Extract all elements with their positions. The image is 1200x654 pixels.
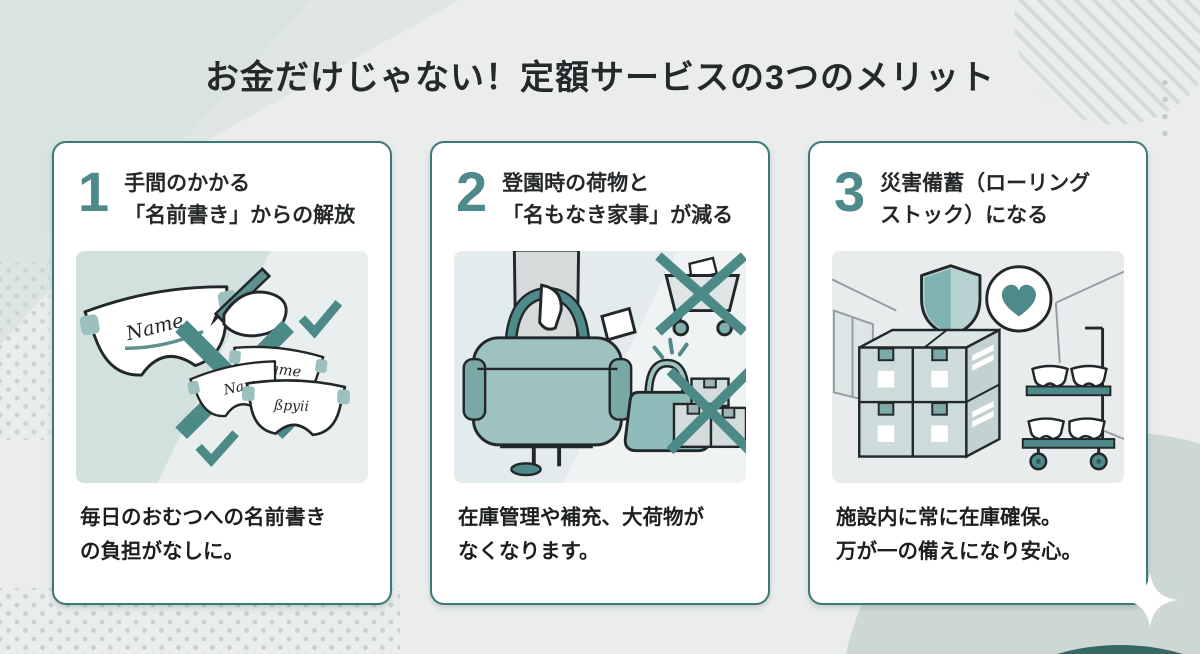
check-icon	[298, 299, 343, 339]
diaper-icon	[1021, 417, 1116, 449]
stock-boxes-icon	[666, 367, 746, 455]
card-2-number: 2	[456, 160, 488, 223]
card-3-caption: 施設内に常に在庫確保。 万が一の備えになり安心。	[836, 506, 1082, 563]
card-2-title: 登園時の荷物と 「名もなき家事」が減る	[502, 172, 734, 227]
merit-card-3: 3 災害備蓄（ローリング ストック）になる	[808, 141, 1148, 605]
hand-icon	[538, 283, 563, 331]
shield-icon	[920, 264, 982, 338]
merit-card-2: 2 登園時の荷物と 「名もなき家事」が減る	[430, 141, 770, 605]
card-2-caption: 在庫管理や補充、大荷物が なくなります。	[458, 506, 704, 563]
dots-decoration-left	[0, 262, 50, 440]
card-3-number: 3	[834, 160, 866, 223]
card-1-illustration: Name	[76, 251, 368, 483]
card-3-illustration	[832, 251, 1124, 483]
sparkle-lines-icon	[652, 337, 689, 360]
diaper-icon	[1025, 364, 1112, 397]
svg-text:ßpyii: ßpyii	[272, 398, 309, 415]
sparkle-icon	[1122, 572, 1178, 628]
card-3-title: 災害備蓄（ローリング ストック）になる	[880, 172, 1091, 227]
hand-icon	[222, 290, 288, 338]
dark-blob-decoration	[955, 645, 1200, 654]
card-3-header: 3 災害備蓄（ローリング ストック）になる	[810, 143, 1146, 232]
check-icon	[195, 430, 239, 467]
dots-decoration-right	[1158, 74, 1172, 140]
card-1-header: 1 手間のかかる 「名前書き」からの解放	[54, 143, 390, 232]
merit-card-1: 1 手間のかかる 「名前書き」からの解放 Name	[52, 141, 392, 605]
cross-icon	[666, 367, 746, 455]
paper-icon	[600, 306, 637, 342]
card-1-number: 1	[78, 160, 110, 223]
cross-icon	[655, 252, 746, 336]
heart-icon	[985, 265, 1053, 333]
diaper-cart-icon	[1021, 326, 1116, 471]
duffel-bag-icon	[462, 283, 637, 447]
card-1-caption: 毎日のおむつへの名前書き の負担がなしに。	[80, 506, 326, 563]
card-2-illustration	[454, 251, 746, 483]
diaper-icon: ßpyii	[241, 379, 350, 437]
card-1-title: 手間のかかる 「名前書き」からの解放	[124, 172, 356, 227]
page-title: お金だけじゃない！定額サービスの3つのメリット	[205, 59, 995, 97]
card-2-header: 2 登園時の荷物と 「名もなき家事」が減る	[432, 143, 768, 232]
storage-boxes-icon	[858, 327, 1001, 459]
shopping-cart-icon	[655, 252, 746, 337]
